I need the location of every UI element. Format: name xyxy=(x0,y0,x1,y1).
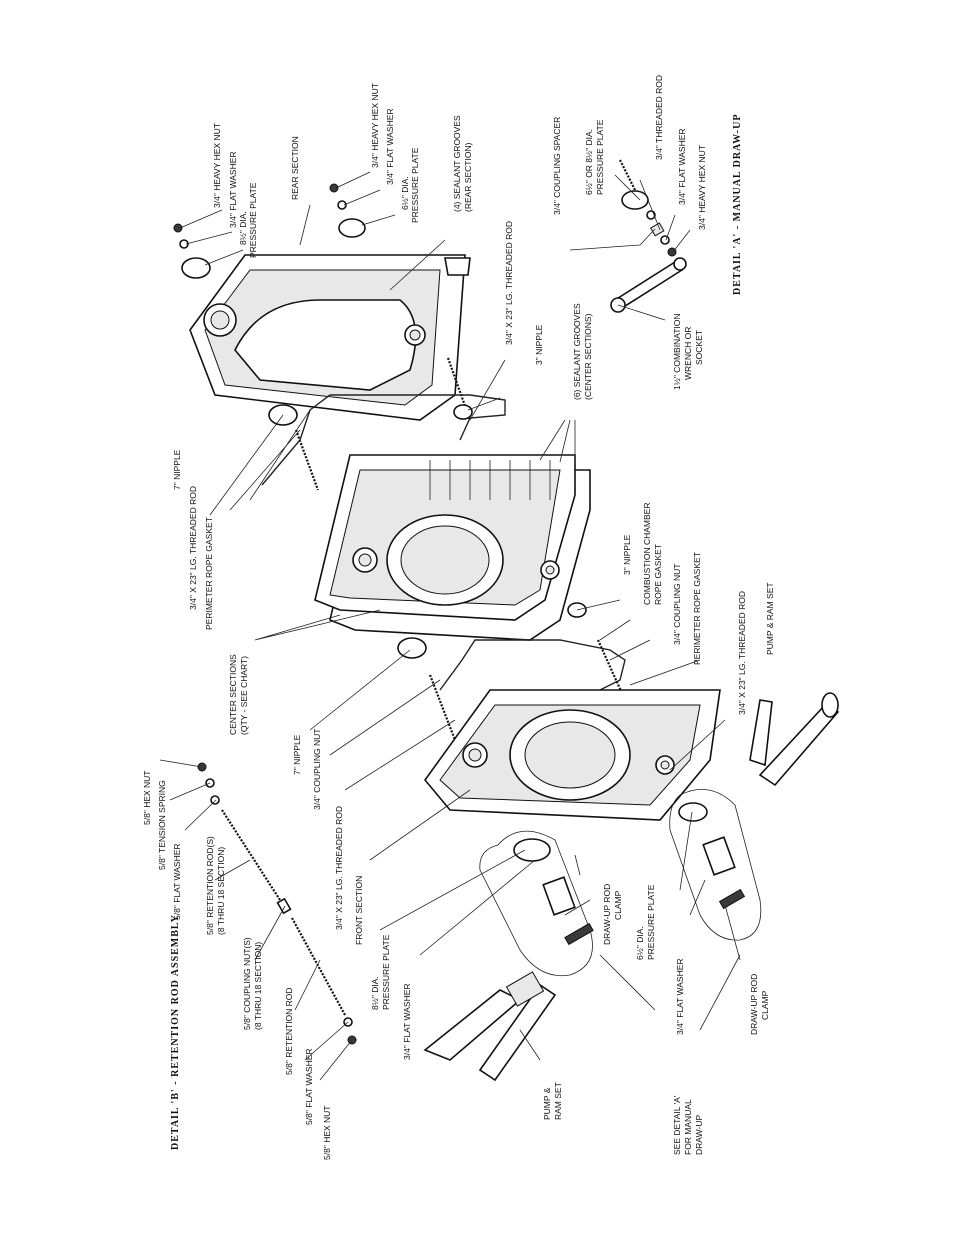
label-5-8-flat-washer-top: 5/8" FLAT WASHER xyxy=(172,843,182,920)
label-front-pressure-plate-8: PRESSURE PLATE xyxy=(381,934,391,1010)
front-section xyxy=(423,689,721,821)
label-combustion-rope-gasket: ROPE GASKET xyxy=(653,544,663,605)
label-combination-wrench: 1½" COMBINATION xyxy=(672,313,682,390)
center-sections xyxy=(314,454,591,641)
label-rear-threaded-rod: 3/4" X 23" LG. THREADED ROD xyxy=(504,221,514,345)
label-detail-a-pressure-plate: PRESSURE PLATE xyxy=(595,119,605,195)
label-rear-pressure-plate-1: PRESSURE PLATE xyxy=(248,182,258,258)
label-rear-flat-washer-2: 3/4" FLAT WASHER xyxy=(385,108,395,185)
label-pump-ram-set-right: PUMP & RAM SET xyxy=(765,582,775,655)
label-detail-a-dia: 6½" OR 8½" DIA. xyxy=(584,129,594,195)
rear-section xyxy=(189,254,471,421)
label-3-4-coupling-nut-right: 3/4" COUPLING NUT xyxy=(672,564,682,645)
label-detail-a-threaded-rod: 3/4" THREADED ROD xyxy=(654,75,664,160)
label-detail-a-flat-washer: 3/4" FLAT WASHER xyxy=(677,128,687,205)
label-center-threaded-rod-left: 3/4" X 23" LG. THREADED ROD xyxy=(188,486,198,610)
draw-up-assembly-right xyxy=(669,692,840,941)
label-coupling-nuts-range: (8 THRU 18 SECTION) xyxy=(253,942,263,1030)
label-draw-up-rod-left: DRAW-UP ROD xyxy=(602,884,612,945)
label-draw-up-clamp-right: CLAMP xyxy=(760,990,770,1020)
label-3-nipple-rear: 3" NIPPLE xyxy=(534,324,544,365)
label-center-sections: CENTER SECTIONS xyxy=(228,654,238,735)
label-draw-up-clamp-left: CLAMP xyxy=(613,890,623,920)
label-5-8-retention-rod: 5/8" RETENTION ROD xyxy=(284,987,294,1075)
label-front-dia-8: 8½" DIA. xyxy=(370,976,380,1010)
label-5-8-hex-nut-top: 5/8" HEX NUT xyxy=(142,770,152,825)
label-draw-up: DRAW-UP xyxy=(694,1115,704,1155)
label-pump-ram-left: PUMP & xyxy=(542,1087,552,1120)
label-sealant-grooves-center-note: (CENTER SECTIONS) xyxy=(583,313,593,400)
label-5-8-flat-washer-bottom: 5/8" FLAT WASHER xyxy=(304,1048,314,1125)
perimeter-rope-gasket-center xyxy=(439,639,626,691)
label-see-detail-a: SEE DETAIL 'A' xyxy=(672,1095,682,1155)
label-wrench-or: WRENCH OR xyxy=(683,327,693,380)
label-sealant-grooves-rear: (4) SEALANT GROOVES xyxy=(452,115,462,212)
label-rear-flat-washer-1: 3/4" FLAT WASHER xyxy=(228,151,238,228)
label-5-8-tension-spring: 5/8" TENSION SPRING xyxy=(157,780,167,870)
label-front-flat-washer-left: 3/4" FLAT WASHER xyxy=(402,983,412,1060)
labels-layer: DETAIL 'B' - RETENTION ROD ASSEMBLY5/8" … xyxy=(142,75,775,1160)
label-perimeter-rope-gasket-right: PERIMETER ROPE GASKET xyxy=(692,552,702,665)
detail-b-title: DETAIL 'B' - RETENTION ROD ASSEMBLY xyxy=(170,914,181,1150)
label-7-nipple-front: 7" NIPPLE xyxy=(292,734,302,775)
label-socket: SOCKET xyxy=(694,330,704,365)
label-retention-rods-range: (8 THRU 18 SECTION) xyxy=(216,847,226,935)
draw-up-assembly-left xyxy=(423,830,594,1082)
label-sealant-grooves-rear-note: (REAR SECTION) xyxy=(463,142,473,212)
leader-lines xyxy=(159,171,741,1081)
label-draw-up-rod-right: DRAW-UP ROD xyxy=(749,974,759,1035)
label-rear-dia-1: 8½" DIA. xyxy=(238,211,248,245)
label-front-section: FRONT SECTION xyxy=(354,876,364,945)
label-front-pressure-plate-6: PRESSURE PLATE xyxy=(646,884,656,960)
label-3-4-coupling-nut-front: 3/4" COUPLING NUT xyxy=(312,729,322,810)
label-rear-heavy-hex-nut-1: 3/4" HEAVY HEX NUT xyxy=(212,123,222,208)
label-center-sections-qty: (QTY - SEE CHART) xyxy=(239,656,249,735)
label-front-flat-washer-right: 3/4" FLAT WASHER xyxy=(675,958,685,1035)
label-5-8-retention-rods: 5/8" RETENTION ROD(S) xyxy=(205,836,215,935)
label-rear-dia-2: 6½" DIA. xyxy=(400,176,410,210)
center-hardware xyxy=(397,602,627,741)
manual-draw-up-detail xyxy=(610,159,687,313)
detail-a-title: DETAIL 'A' - MANUAL DRAW-UP xyxy=(732,114,743,295)
label-5-8-coupling-nuts: 5/8" COUPLING NUT(S) xyxy=(242,937,252,1030)
label-7-nipple-top: 7" NIPPLE xyxy=(172,449,182,490)
label-pump-ram-set-left: RAM SET xyxy=(553,1082,563,1120)
label-perimeter-rope-gasket-left: PERIMETER ROPE GASKET xyxy=(204,517,214,630)
label-rear-heavy-hex-nut-2: 3/4" HEAVY HEX NUT xyxy=(370,83,380,168)
label-5-8-hex-nut-bottom: 5/8" HEX NUT xyxy=(322,1105,332,1160)
label-sealant-grooves-center: (6) SEALANT GROOVES xyxy=(572,303,582,400)
label-combustion-chamber: COMBUSTION CHAMBER xyxy=(642,503,652,605)
label-front-dia-6: 6½" DIA. xyxy=(635,926,645,960)
perimeter-rope-gasket-rear xyxy=(261,394,506,486)
label-for-manual: FOR MANUAL xyxy=(683,1099,693,1155)
label-detail-a-coupling-spacer: 3/4" COUPLING SPACER xyxy=(552,117,562,215)
label-detail-a-heavy-hex-nut: 3/4" HEAVY HEX NUT xyxy=(697,145,707,230)
label-rear-section: REAR SECTION xyxy=(290,136,300,200)
label-rear-pressure-plate-2: PRESSURE PLATE xyxy=(410,147,420,223)
label-front-threaded-rod: 3/4" X 23" LG. THREADED ROD xyxy=(334,806,344,930)
label-3-nipple-center: 3" NIPPLE xyxy=(622,534,632,575)
label-center-threaded-rod-right: 3/4" X 23" LG. THREADED ROD xyxy=(737,591,747,715)
